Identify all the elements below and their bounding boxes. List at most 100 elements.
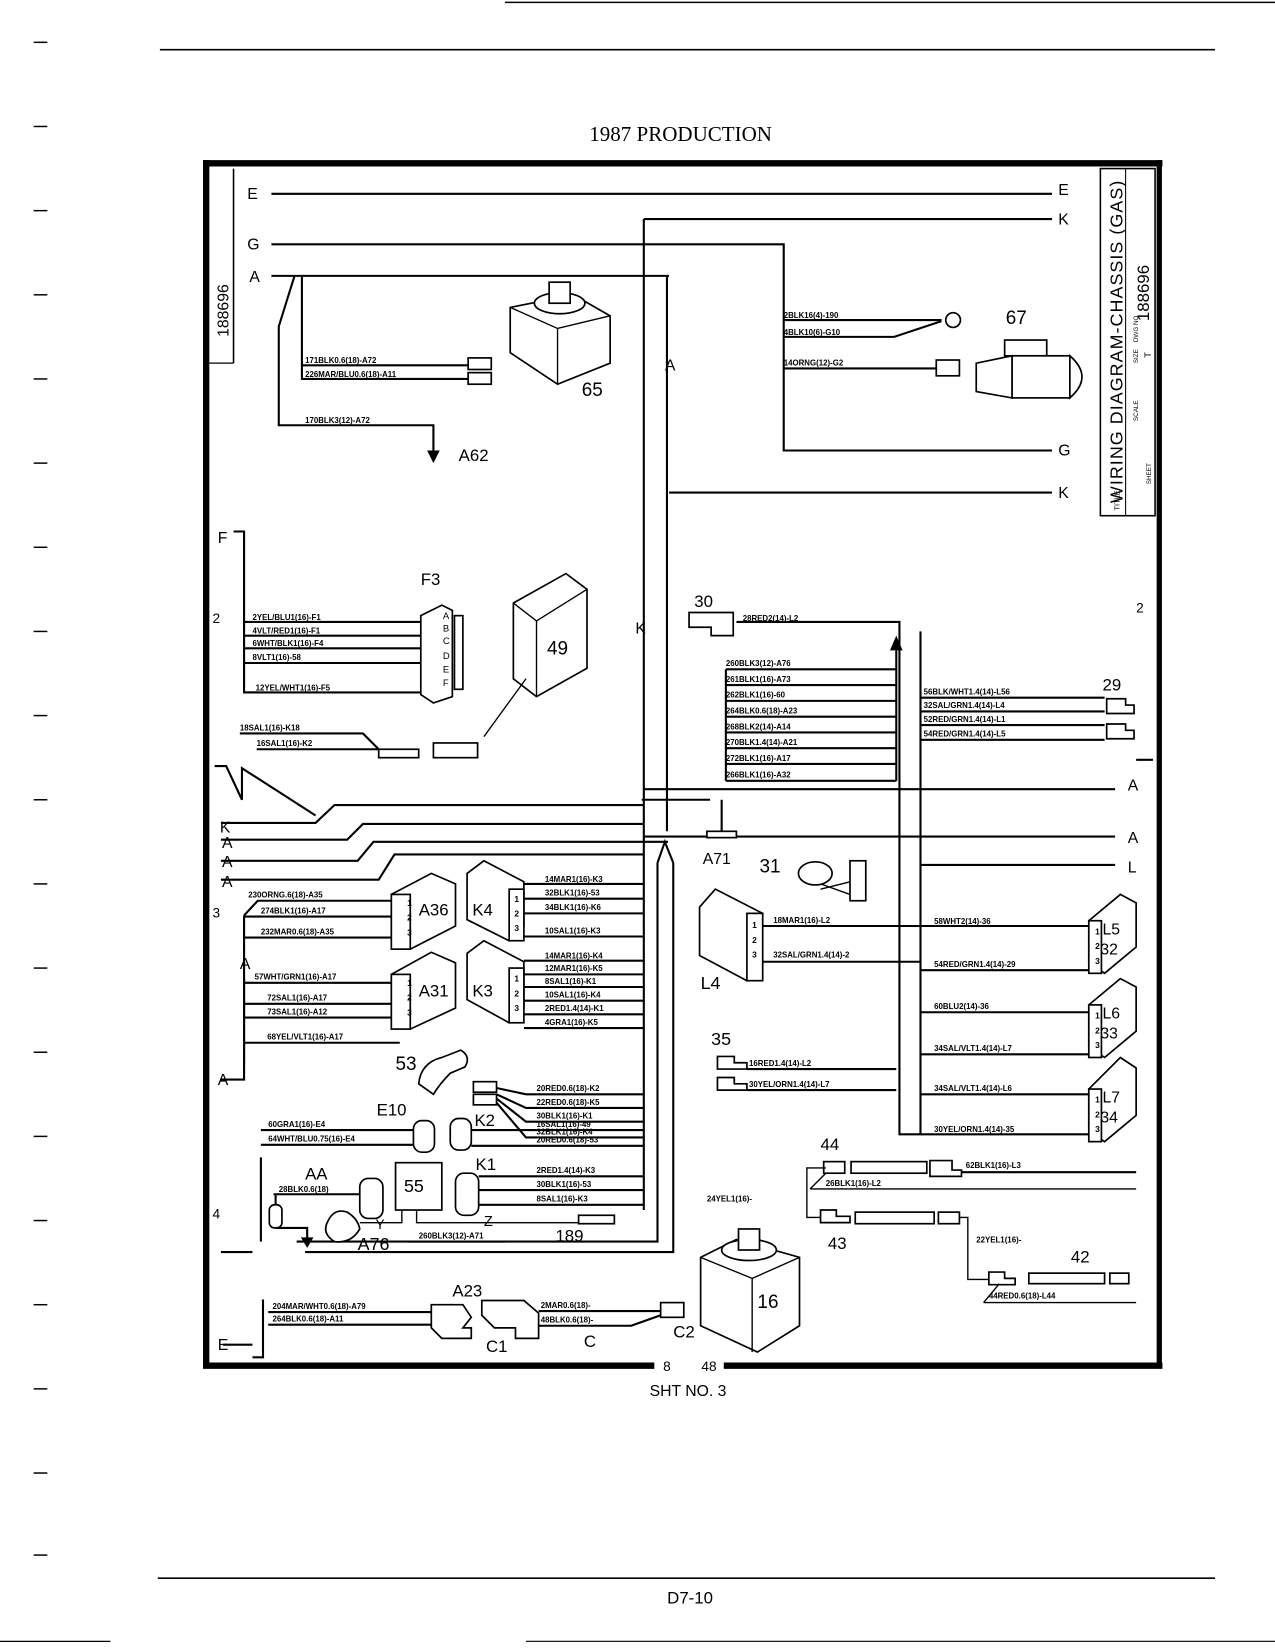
bus-letter: E xyxy=(218,1337,229,1354)
wire-label: 10SAL1(16)-K3 xyxy=(545,926,601,935)
pin-number: 2 xyxy=(407,913,412,923)
pin-number: 3 xyxy=(407,927,412,937)
f3-group xyxy=(239,572,588,759)
component-label-c53: 53 xyxy=(396,1054,417,1075)
bus-letter: G xyxy=(1058,443,1070,460)
f3-pin-letter: D xyxy=(443,651,450,662)
bus-letter: E xyxy=(1058,182,1069,199)
bus-letter: F xyxy=(218,530,228,547)
pin-number: 1 xyxy=(514,894,519,904)
wire-label: 20RED0.6(18)-53 xyxy=(537,1136,599,1145)
relay-blocks xyxy=(243,859,644,1044)
wire-label: 44RED0.6(18)-L44 xyxy=(989,1291,1056,1300)
zone-number: 3 xyxy=(213,906,221,921)
frame-marker-left: 8 xyxy=(663,1359,671,1374)
f3-pin-letter: F xyxy=(443,678,449,689)
component-label-c43: 43 xyxy=(828,1234,847,1253)
component-label-z: Z xyxy=(484,1214,493,1230)
drawing-frame xyxy=(203,160,1163,1369)
sheet-number: SHT NO. 3 xyxy=(650,1383,727,1400)
wire-label: 58WHT2(14)-36 xyxy=(934,917,991,926)
size-caption: SIZE xyxy=(1133,349,1140,363)
component-label-a76: A76 xyxy=(358,1234,390,1254)
wire-label: 20RED0.6(18)-K2 xyxy=(537,1084,601,1093)
component-label-c30: 30 xyxy=(694,592,713,611)
component-label-c189: 189 xyxy=(555,1227,583,1246)
wire-label: 2BLK16(4)-190 xyxy=(784,311,839,320)
wire-label: 230ORNG.6(18)-A35 xyxy=(248,891,323,900)
wire-label: 72SAL1(16)-A17 xyxy=(267,994,328,1003)
component-label-c32: 32 xyxy=(1100,941,1118,958)
wire-label: 226MAR/BLU0.6(18)-A11 xyxy=(305,370,397,379)
component-label-l6: L6 xyxy=(1102,1006,1120,1023)
wire-label: 264BLK0.6(18)-A23 xyxy=(726,706,798,715)
wire-label: 12YEL/WHT1(16)-F5 xyxy=(256,683,331,692)
wire-label: 30BLK1(16)-53 xyxy=(537,1180,592,1189)
wire-label: 32BLK1(16)-53 xyxy=(545,888,600,897)
component-label-c35: 35 xyxy=(711,1029,731,1049)
zone-number: 4 xyxy=(213,1206,221,1221)
right-connectors xyxy=(698,888,1137,1143)
page-title: 1987 PRODUCTION xyxy=(589,122,772,146)
bus-letter: A xyxy=(222,854,233,871)
wire-label: 57WHT/GRN1(16)-A17 xyxy=(255,973,337,982)
wire-label: 268BLK2(14)-A14 xyxy=(726,722,791,731)
f3-pin-letter: A xyxy=(443,611,450,622)
bus-letter: L xyxy=(1128,859,1137,876)
pin-number: 1 xyxy=(1095,926,1100,936)
margin-drawing-number: 188696 xyxy=(215,284,232,337)
component-label-c42: 42 xyxy=(1071,1248,1090,1267)
component-label-e10: E10 xyxy=(377,1100,407,1119)
dwg-caption: DWG NO xyxy=(1133,315,1140,342)
component-label-k3: K3 xyxy=(472,981,493,1000)
pin-number: 1 xyxy=(514,974,519,984)
wire-label: 28BLK0.6(18) xyxy=(279,1185,329,1194)
bus-letter: K xyxy=(220,819,231,836)
component-label-aa: AA xyxy=(305,1165,328,1184)
bundle-group xyxy=(688,611,1135,1136)
title-caption: TITLE: xyxy=(1112,488,1121,510)
wire-label: 266BLK1(16)-A32 xyxy=(726,771,791,780)
wire-label: 68YEL/VLT1(16)-A17 xyxy=(267,1033,344,1042)
wire-label: 30YEL/ORN1.4(14)-L7 xyxy=(749,1080,830,1089)
drawing-number: 188696 xyxy=(1134,265,1153,321)
wire-label: 274BLK1(16)-A17 xyxy=(261,906,326,915)
drawing-title: WIRING DIAGRAM-CHASSIS (GAS) xyxy=(1106,180,1126,503)
wire-label: 4VLT/RED1(16)-F1 xyxy=(252,627,320,636)
wire-label: 4GRA1(16)-K5 xyxy=(545,1018,599,1027)
wire-label: 14MAR1(16)-K4 xyxy=(545,952,603,961)
bus-letter: A xyxy=(240,956,251,973)
pin-number: 1 xyxy=(407,978,412,988)
bottom-components xyxy=(268,1228,801,1353)
wire-label: 8VLT1(16)-58 xyxy=(252,653,301,662)
wire-label: 60GRA1(16)-E4 xyxy=(268,1120,326,1129)
pin-number: 3 xyxy=(407,1007,412,1017)
component-label-a36: A36 xyxy=(419,900,449,919)
pin-number: 2 xyxy=(1095,941,1100,951)
frame-marker-right: 48 xyxy=(701,1359,716,1374)
wire-label: 262BLK1(16)-60 xyxy=(726,691,786,700)
wire-label: 32SAL/GRN1.4(14)-L4 xyxy=(924,701,1006,710)
pin-number: 1 xyxy=(407,898,412,908)
wire-label: 30YEL/ORN1.4(14)-35 xyxy=(934,1125,1015,1134)
wire-label: 52RED/GRN1.4(14)-L1 xyxy=(924,715,1006,724)
component-label-c: C xyxy=(584,1332,596,1351)
wire-label: 24YEL1(16)- xyxy=(707,1195,752,1204)
bus-letter: K xyxy=(635,621,646,638)
bus-letter: G xyxy=(247,237,259,254)
sensor-31-group xyxy=(797,859,867,902)
wire-label: 64WHT/BLU0.75(16)-E4 xyxy=(268,1135,355,1144)
wire-label: 260BLK3(12)-A71 xyxy=(419,1231,484,1240)
component-label-k1: K1 xyxy=(475,1155,496,1174)
pin-number: 2 xyxy=(514,988,519,998)
wire-label: 60BLU2(14)-36 xyxy=(934,1002,989,1011)
sheet-caption: SHEET xyxy=(1146,463,1153,484)
starter-67-group xyxy=(783,311,1083,400)
wire-label: 4BLK10(6)-G10 xyxy=(784,328,841,337)
wire-label: 204MAR/WHT0.6(18)-A79 xyxy=(272,1302,366,1311)
component-label-c1: C1 xyxy=(486,1337,508,1356)
wire-label: 32SAL/GRN1.4(14)-2 xyxy=(773,951,850,960)
wire-label: 18SAL1(16)-K18 xyxy=(240,723,301,732)
component-label-c67: 67 xyxy=(1006,308,1027,329)
